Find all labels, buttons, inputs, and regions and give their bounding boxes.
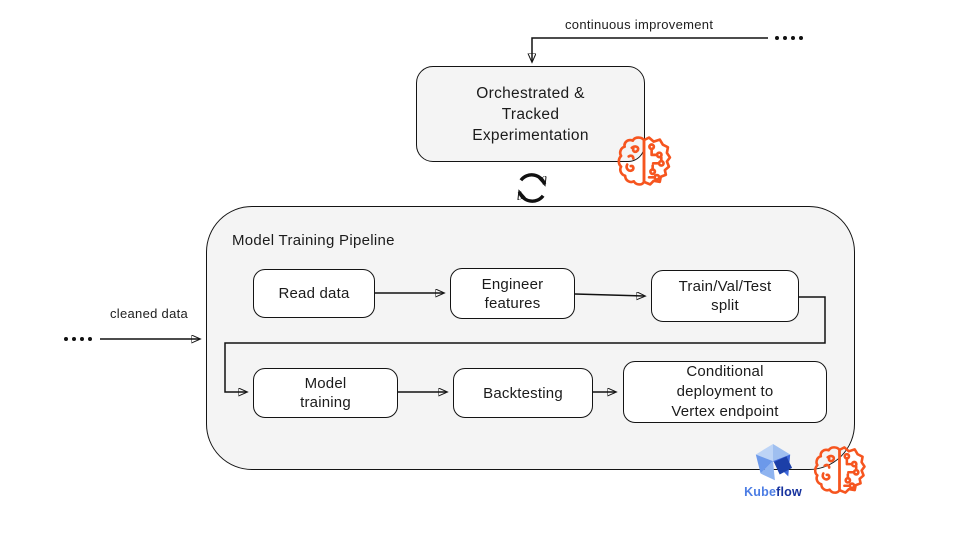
dotted-tail (791, 36, 795, 40)
arrow-split-to-training (224, 296, 826, 392)
continuous-improvement-arrow (532, 37, 768, 61)
dotted-tail (783, 36, 787, 40)
dotted-tail (799, 36, 803, 40)
step-engineer-features: Engineer features (450, 268, 575, 319)
refresh-cycle-icon (519, 173, 544, 203)
kubeflow-wordmark: Kubeflow (740, 485, 806, 499)
experimentation-box: Orchestrated & Tracked Experimentation (416, 66, 645, 162)
dotted-tail (64, 337, 68, 341)
step-backtesting: Backtesting (453, 368, 593, 418)
dotted-tail (88, 337, 92, 341)
model-training-pipeline-container (206, 206, 855, 470)
kubeflow-wordmark-flow: flow (776, 485, 802, 499)
arrow-engineer-to-split (574, 294, 644, 296)
dotted-tail (72, 337, 76, 341)
dotted-tail (775, 36, 779, 40)
kubeflow-logo (755, 443, 793, 481)
step-read-data: Read data (253, 269, 375, 318)
step-model-training: Model training (253, 368, 398, 418)
pipeline-title: Model Training Pipeline (232, 232, 395, 249)
step-conditional-deployment: Conditional deployment to Vertex endpoin… (623, 361, 827, 423)
step-train-val-test-split: Train/Val/Test split (651, 270, 799, 322)
kubeflow-wordmark-kube: Kube (744, 485, 777, 499)
dotted-tail (80, 337, 84, 341)
continuous-improvement-label: continuous improvement (565, 17, 714, 32)
cleaned-data-label: cleaned data (110, 306, 189, 321)
ai-brain-circuit-icon (813, 446, 866, 494)
ai-brain-circuit-icon (617, 136, 672, 186)
